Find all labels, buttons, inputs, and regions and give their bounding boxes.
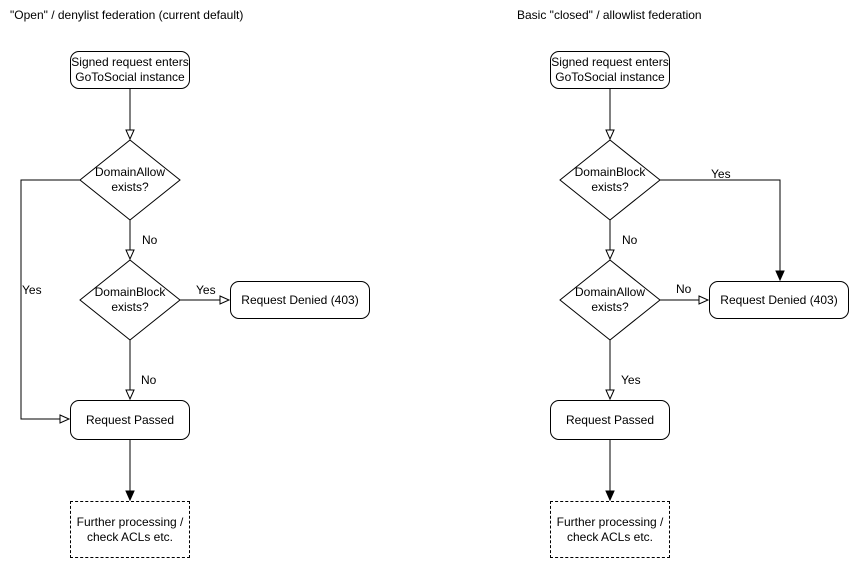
edge-label-yes: Yes [711, 167, 731, 181]
denied-node: Request Denied (403) [709, 281, 849, 319]
further-processing-node: Further processing / check ACLs etc. [70, 501, 190, 558]
decision2-diamond [559, 259, 661, 341]
connector-decision1-yes-to-denied [660, 179, 785, 282]
edge-label-no: No [142, 233, 158, 247]
edge-label-yes: Yes [22, 283, 42, 297]
edge-label-yes: Yes [621, 373, 641, 387]
passed-node: Request Passed [70, 400, 190, 440]
edge-label-no: No [141, 373, 157, 387]
denied-node: Request Denied (403) [230, 281, 370, 319]
decision1-diamond [559, 139, 661, 221]
edge-label-yes: Yes [196, 283, 216, 297]
edge-label-no: No [622, 233, 638, 247]
connector-decision1-yes-to-passed [20, 179, 80, 424]
left-chart-title: "Open" / denylist federation (current de… [10, 8, 244, 22]
right-chart-title: Basic "closed" / allowlist federation [517, 8, 702, 22]
start-node: Signed request enters GoToSocial instanc… [550, 51, 670, 89]
passed-node: Request Passed [550, 400, 670, 440]
decision2-diamond [79, 259, 181, 341]
start-node: Signed request enters GoToSocial instanc… [70, 51, 190, 89]
edge-label-no: No [676, 282, 692, 296]
decision1-diamond [79, 139, 181, 221]
further-processing-node: Further processing / check ACLs etc. [550, 501, 670, 558]
